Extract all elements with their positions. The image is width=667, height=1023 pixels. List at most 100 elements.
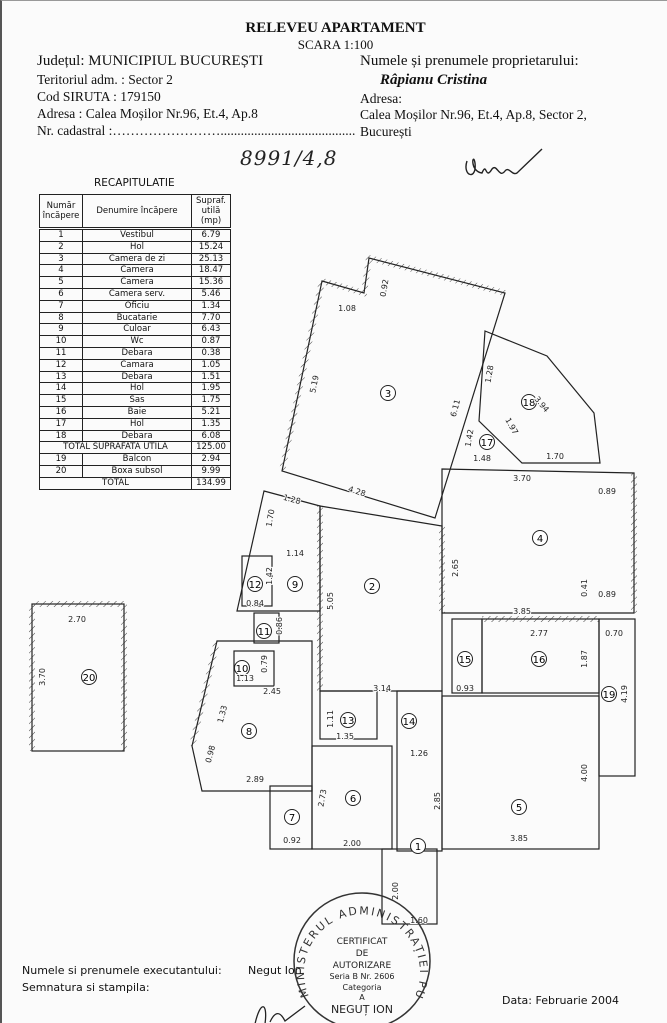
dimension-label: 4.19 — [620, 685, 629, 703]
authorization-stamp: MINISTERUL ADMINISTRAȚIEI PUBLICE CERTIF… — [287, 886, 431, 1023]
cell-area: 0.87 — [191, 335, 231, 348]
dimension-label: 0.79 — [260, 655, 269, 673]
room-number: 17 — [481, 438, 494, 449]
room-circle — [287, 576, 303, 592]
cell-name: TOTAL SUPRAFATA UTILA — [39, 441, 192, 455]
cell-area: 2.94 — [191, 453, 231, 466]
dimension-label: 3.85 — [510, 834, 528, 843]
room-5-outline — [441, 695, 600, 850]
room-1-outline — [381, 848, 438, 925]
room-circle — [345, 790, 361, 806]
signature-label: Semnatura si stampila: — [22, 981, 150, 994]
dimension-label: 1.60 — [410, 916, 428, 925]
owner-label: Numele și prenumele proprietarului: — [360, 53, 579, 69]
room-circle — [340, 712, 356, 728]
cell-area: 15.36 — [191, 276, 231, 289]
stamp-line: AUTORIZARE — [333, 961, 392, 971]
cell-area: 1.75 — [191, 394, 231, 407]
cell-area: 1.51 — [191, 370, 231, 384]
document-title: RELEVEU APARTAMENT — [245, 20, 426, 36]
room-circle — [401, 713, 417, 729]
executant-signature — [254, 1005, 306, 1023]
dimension-label: 1.87 — [580, 650, 589, 668]
room-circle — [410, 838, 426, 854]
room-marker: 18 — [521, 394, 537, 410]
room-circle — [601, 686, 617, 702]
cell-number: 5 — [39, 276, 83, 289]
cell-area: 6.79 — [191, 228, 231, 242]
dimension-label: 0.84 — [246, 599, 264, 608]
cell-name: Baie — [82, 405, 192, 419]
dimension-label: 1.28 — [484, 365, 496, 384]
room-number: 5 — [516, 803, 522, 814]
dimension-label: 0.92 — [379, 279, 391, 298]
room-marker: 10 — [234, 660, 250, 676]
room-circle — [81, 669, 97, 685]
room-number: 6 — [350, 794, 356, 805]
dimension-label: 0.89 — [598, 487, 616, 496]
cell-area: 5.21 — [191, 405, 231, 419]
cell-area: 0.38 — [191, 346, 231, 360]
executant-label: Numele si prenumele executantului: — [22, 964, 222, 977]
dimension-label: 3.14 — [373, 684, 391, 693]
dimension-label: 0.89 — [598, 590, 616, 599]
room-circle — [457, 651, 473, 667]
dimension-label: 2.70 — [68, 615, 86, 624]
dimension-label: 1.48 — [473, 454, 491, 463]
stamp-line: CERTIFICAT — [337, 937, 388, 947]
col-name: Denumire încăpere — [82, 194, 192, 230]
dimension-label: 1.11 — [326, 710, 335, 728]
cell-number: 8 — [39, 311, 83, 325]
dimension-label: 2.77 — [530, 629, 548, 638]
room-marker: 19 — [601, 686, 617, 702]
dimension-label: 1.70 — [546, 452, 564, 461]
executant-name: Negut Ion — [248, 964, 302, 977]
room-marker: 8 — [241, 723, 257, 739]
owner-signature — [465, 148, 543, 176]
room-number: 15 — [459, 655, 472, 666]
room-15-outline — [451, 618, 483, 694]
room-circle — [531, 651, 547, 667]
stamp-line: NEGUȚ ION — [331, 1003, 393, 1016]
dimension-label: 5.19 — [308, 374, 321, 393]
territory: Teritoriul adm. : Sector 2 — [37, 72, 173, 87]
room-circle — [284, 809, 300, 825]
dimension-label: 0.93 — [456, 684, 474, 693]
col-area: Supraf. utilă (mp) — [191, 194, 231, 230]
dimension-label: 3.70 — [513, 474, 531, 483]
dimension-label: 0.41 — [580, 579, 589, 597]
cell-area: 9.99 — [191, 464, 231, 478]
cell-area: 1.95 — [191, 382, 231, 396]
owner-address-line1: Calea Moșilor Nr.96, Et.4, Ap.8, Sector … — [360, 107, 587, 122]
cell-area: 1.35 — [191, 417, 231, 431]
dimension-label: 1.28 — [282, 493, 302, 506]
cell-name: Hol — [82, 417, 192, 431]
room-marker: 20 — [81, 669, 97, 685]
cell-number: 17 — [39, 417, 83, 431]
dimension-label: 2.65 — [451, 559, 460, 577]
dimension-label: 2.85 — [433, 792, 442, 810]
cell-number: 19 — [39, 453, 83, 466]
room-number: 7 — [289, 813, 295, 824]
cell-area: 1.05 — [191, 358, 231, 372]
stamp-line: DE — [356, 949, 369, 959]
room-7-outline — [269, 785, 313, 850]
room-marker: 9 — [287, 576, 303, 592]
room-number: 19 — [603, 690, 616, 701]
room-marker: 17 — [479, 434, 495, 450]
dimension-label: 1.33 — [216, 704, 229, 724]
cell-area: 6.08 — [191, 429, 231, 443]
room-circle — [247, 576, 263, 592]
owner-name: Râpianu Cristina — [380, 72, 488, 88]
